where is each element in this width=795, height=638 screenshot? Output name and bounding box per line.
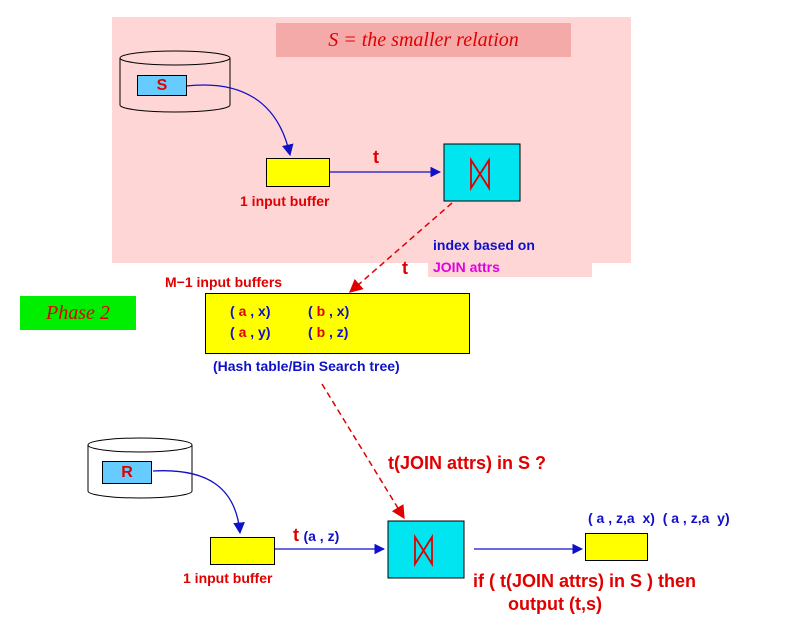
output-buffer xyxy=(585,533,648,561)
hash-table-buffer: ( a , x) ( b , x) ( a , y) ( b , z) xyxy=(205,293,470,354)
phase1-panel-tail xyxy=(428,263,592,277)
arrow-join-to-hash xyxy=(348,202,453,293)
tuple-t-label-bottom: t (a , z) xyxy=(293,525,340,545)
input-buffer-r xyxy=(210,537,275,565)
arrow-r-to-buffer xyxy=(152,470,245,535)
phase-label: Phase 2 xyxy=(20,296,136,330)
condition-line1: if ( t(JOIN attrs) in S ) then xyxy=(473,571,696,591)
hash-tuple: ( b , z) xyxy=(308,324,349,340)
input-buffer-s-label: 1 input buffer xyxy=(240,193,330,209)
database-cylinder-icon xyxy=(119,50,231,113)
input-buffer-s xyxy=(266,158,330,187)
hash-tuple: ( a , x) xyxy=(230,303,271,319)
output-tuples: ( a , z,a x) ( a , z,a y) xyxy=(588,510,730,526)
index-label-line2: JOIN attrs xyxy=(433,259,500,275)
database-cylinder-icon xyxy=(87,437,193,499)
arrow-s-to-buffer xyxy=(185,84,294,157)
join-operator-bottom xyxy=(387,520,465,579)
index-label-line1: index based on xyxy=(433,237,535,253)
relation-r-box: R xyxy=(102,461,152,484)
join-bowtie-icon xyxy=(414,533,433,568)
tuple-t-label-top: t xyxy=(373,147,379,167)
phase1-panel xyxy=(112,17,631,263)
tuple-t-label-hash: t xyxy=(402,258,408,278)
condition-line2: output (t,s) xyxy=(508,594,602,614)
hash-table-caption: (Hash table/Bin Search tree) xyxy=(213,358,400,374)
hash-tuple: ( b , x) xyxy=(308,303,350,319)
input-buffer-r-label: 1 input buffer xyxy=(183,570,273,586)
join-bowtie-icon xyxy=(470,156,490,192)
diagram-title: S = the smaller relation xyxy=(276,23,571,57)
relation-s-box: S xyxy=(137,75,187,96)
probe-question: t(JOIN attrs) in S ? xyxy=(388,453,547,473)
arrow-hash-to-join-bottom xyxy=(321,383,405,520)
hash-buffers-label: M−1 input buffers xyxy=(165,274,283,290)
hash-tuple: ( a , y) xyxy=(230,324,271,340)
